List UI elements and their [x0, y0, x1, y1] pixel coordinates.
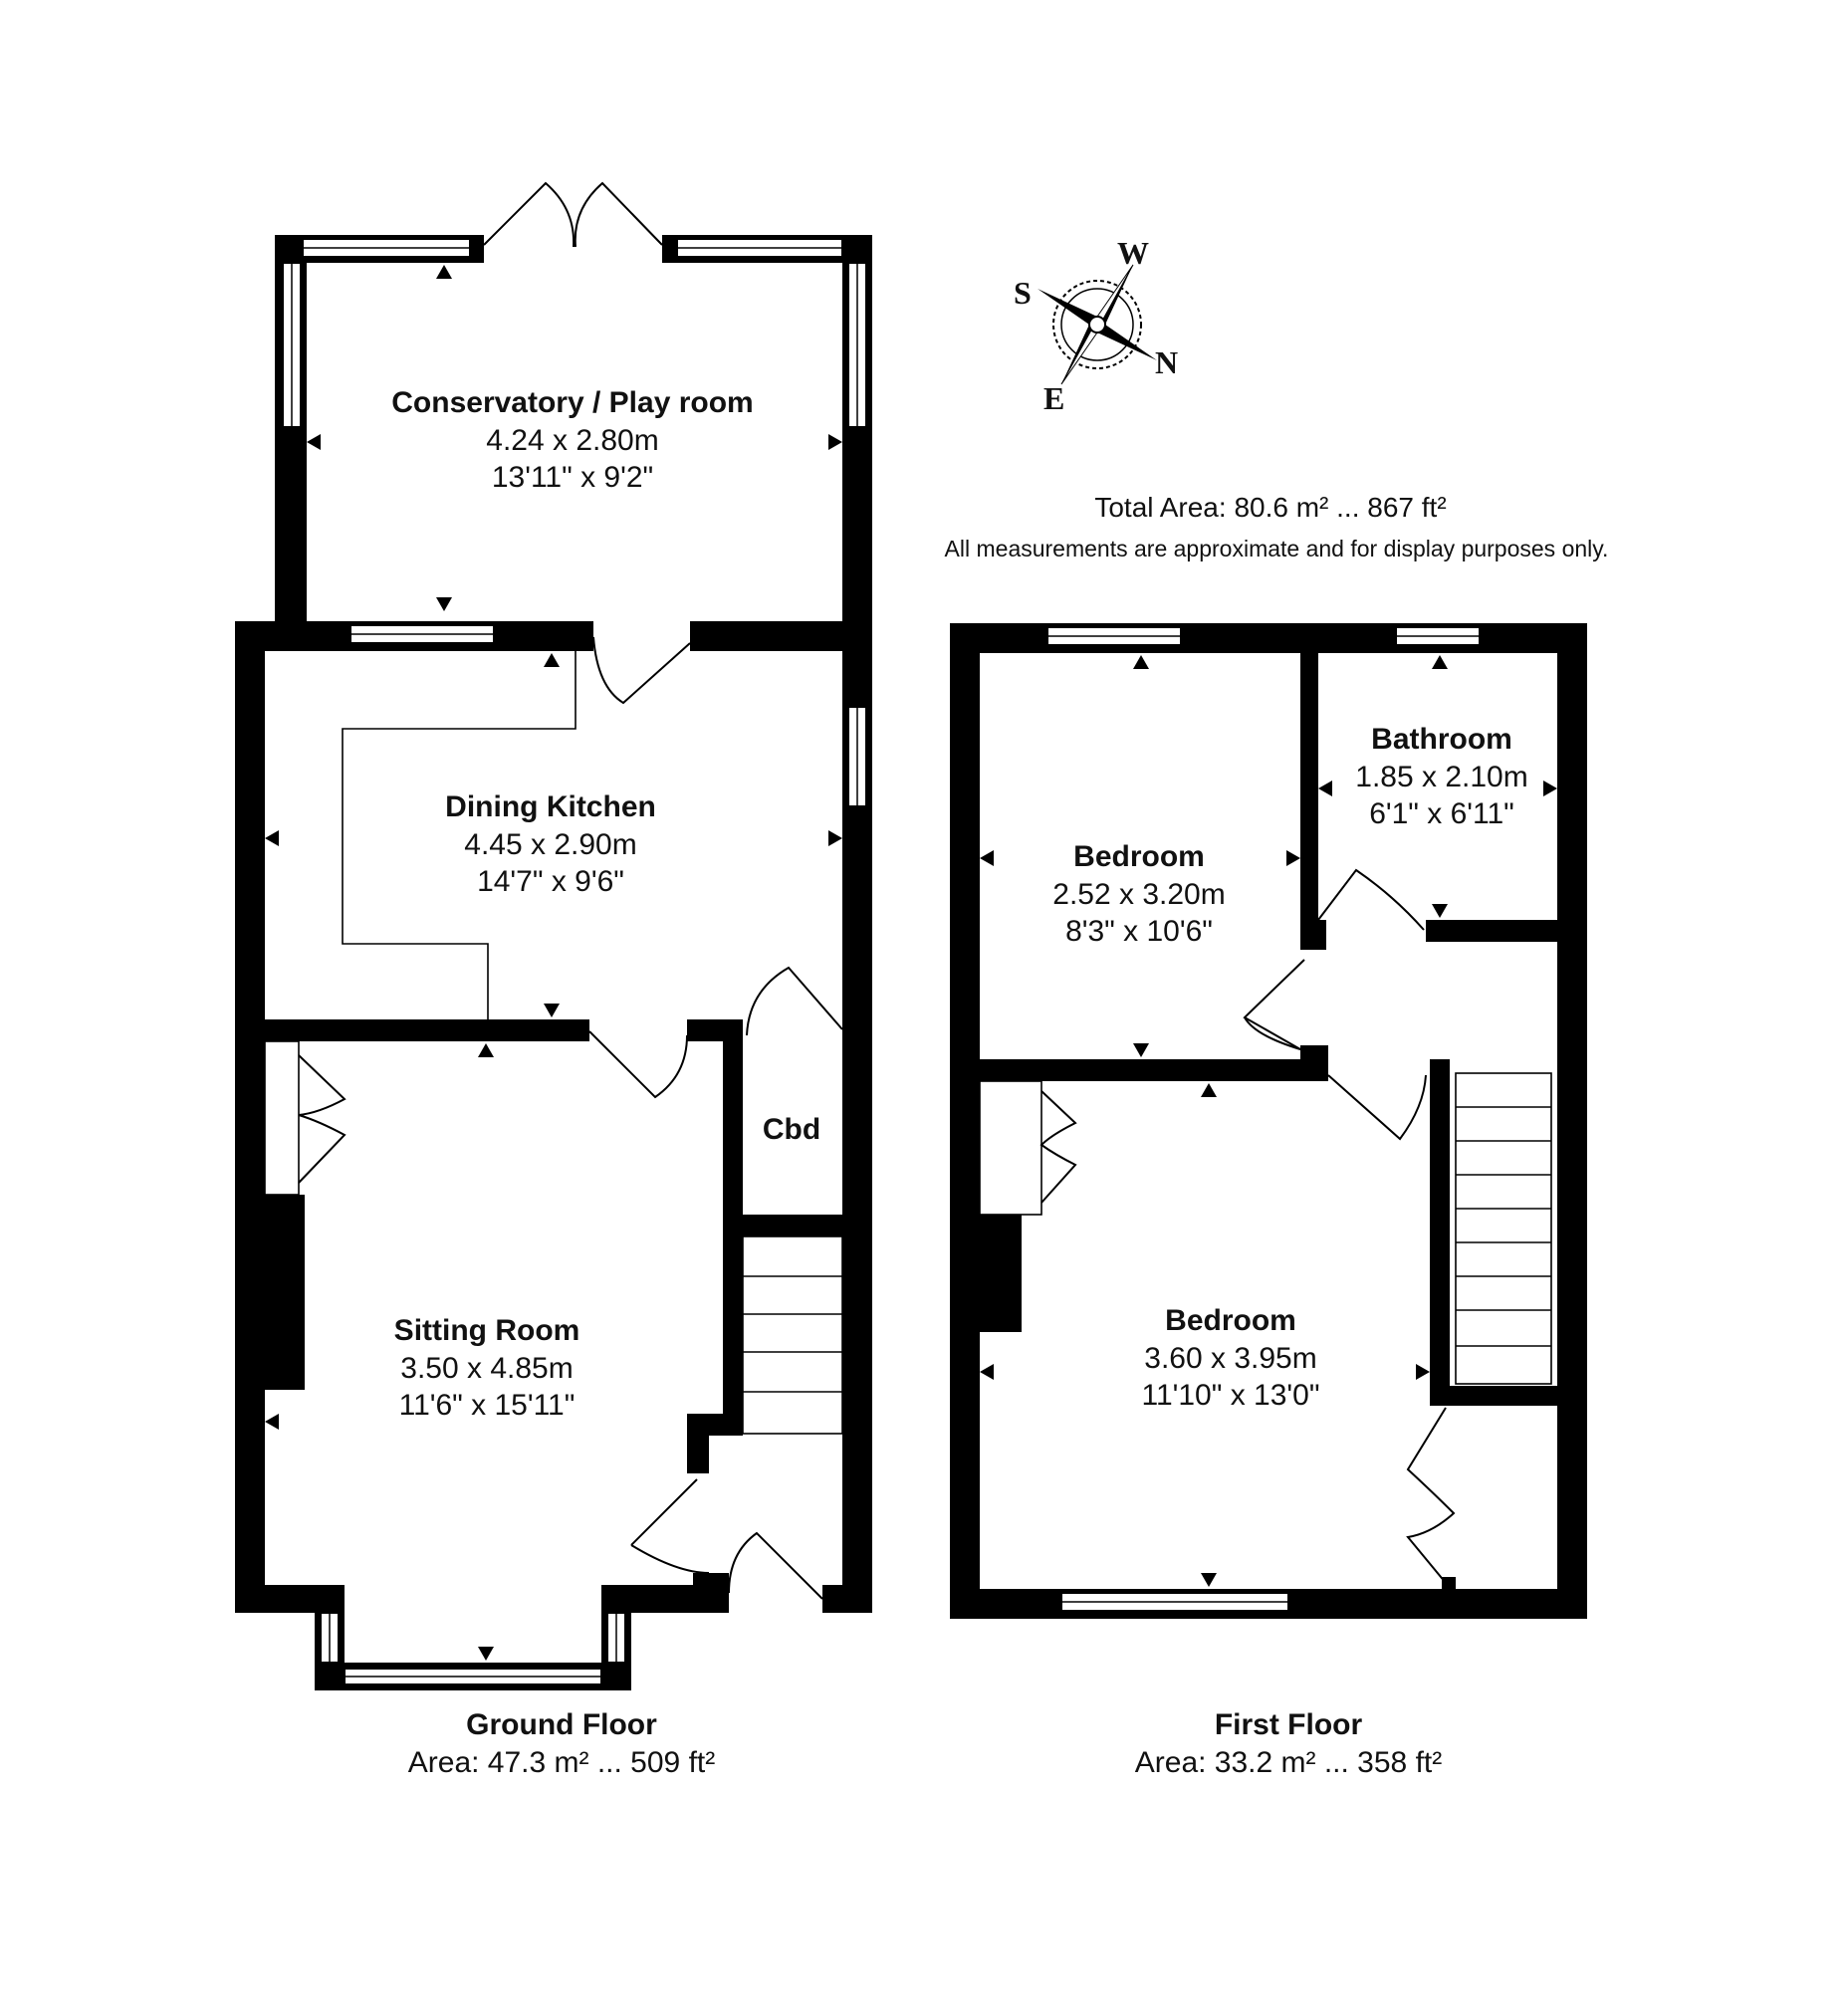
room-metric: 3.50 x 4.85m	[400, 1351, 574, 1385]
room-metric: 4.45 x 2.90m	[464, 827, 637, 861]
compass-north-label: N	[1155, 344, 1179, 380]
ground-floor-caption: Ground Floor Area: 47.3 m² ... 509 ft²	[408, 1706, 715, 1781]
compass-icon	[1038, 264, 1157, 385]
room-name: Conservatory / Play room	[391, 386, 754, 419]
room-name: Dining Kitchen	[445, 790, 656, 823]
room-name: Cbd	[762, 1113, 821, 1146]
room-label-bathroom: Bathroom 1.85 x 2.10m 6'1" x 6'11"	[1355, 721, 1527, 833]
room-label-cbd: Cbd	[763, 1111, 820, 1149]
room-imperial: 13'11" x 9'2"	[491, 461, 654, 494]
first-floor-plan	[950, 623, 1587, 1619]
floor-title: Ground Floor	[466, 1708, 657, 1741]
floor-title: First Floor	[1214, 1708, 1363, 1741]
room-imperial: 11'6" x 15'11"	[398, 1389, 576, 1422]
room-metric: 2.52 x 3.20m	[1052, 877, 1226, 911]
room-metric: 1.85 x 2.10m	[1355, 760, 1528, 793]
room-label-dining-kitchen: Dining Kitchen 4.45 x 2.90m 14'7" x 9'6"	[445, 788, 656, 901]
floor-area: Area: 33.2 m² ... 358 ft²	[1134, 1745, 1443, 1779]
room-imperial: 8'3" x 10'6"	[1065, 915, 1213, 948]
ground-floor-plan	[235, 181, 872, 1690]
room-name: Bedroom	[1165, 1304, 1296, 1337]
total-area: Total Area: 80.6 m² ... 867 ft²	[1094, 492, 1447, 523]
room-label-bedroom-small: Bedroom 2.52 x 3.20m 8'3" x 10'6"	[1052, 838, 1225, 951]
room-label-sitting-room: Sitting Room 3.50 x 4.85m 11'6" x 15'11"	[394, 1312, 580, 1425]
room-name: Bathroom	[1371, 723, 1512, 756]
floor-area: Area: 47.3 m² ... 509 ft²	[407, 1745, 716, 1779]
disclaimer: All measurements are approximate and for…	[944, 536, 1609, 561]
compass-west-label: W	[1117, 235, 1149, 271]
compass-east-label: E	[1043, 380, 1065, 416]
room-metric: 4.24 x 2.80m	[486, 423, 659, 457]
room-metric: 3.60 x 3.95m	[1144, 1341, 1317, 1375]
room-imperial: 6'1" x 6'11"	[1369, 797, 1514, 830]
room-name: Sitting Room	[393, 1314, 580, 1347]
room-label-conservatory: Conservatory / Play room 4.24 x 2.80m 13…	[391, 384, 753, 497]
first-floor-caption: First Floor Area: 33.2 m² ... 358 ft²	[1135, 1706, 1442, 1781]
room-imperial: 11'10" x 13'0"	[1141, 1379, 1320, 1412]
room-name: Bedroom	[1073, 840, 1205, 873]
compass-south-label: S	[1014, 275, 1032, 311]
room-imperial: 14'7" x 9'6"	[477, 865, 624, 898]
room-label-bedroom-large: Bedroom 3.60 x 3.95m 11'10" x 13'0"	[1142, 1302, 1320, 1415]
